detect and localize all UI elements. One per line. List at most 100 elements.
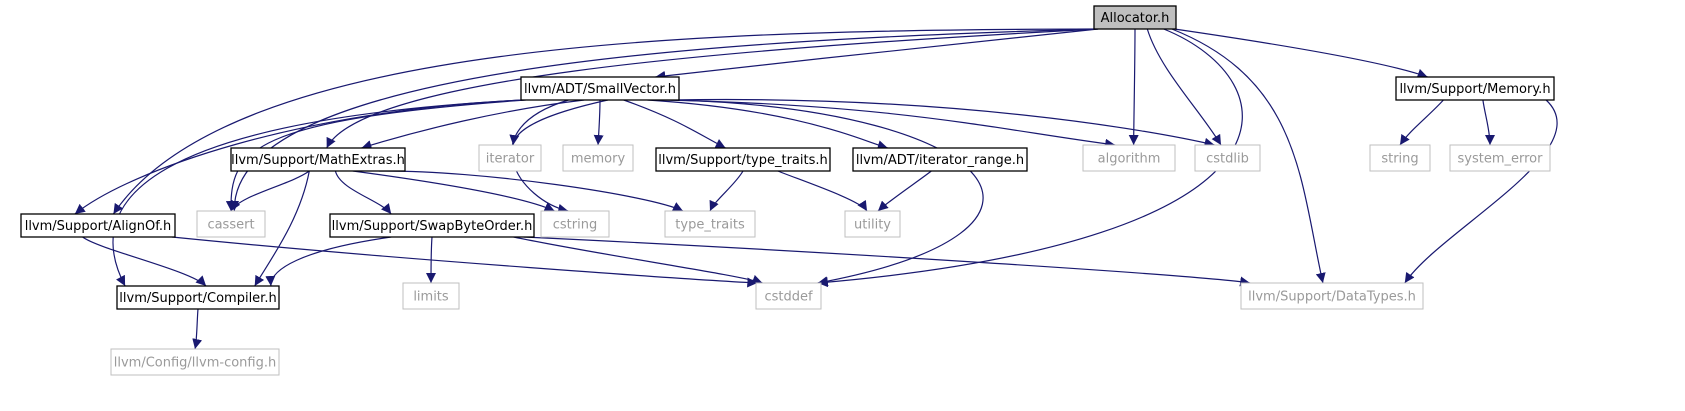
edge-alignof-to-cstddef	[171, 236, 758, 288]
node-box-limits	[402, 282, 460, 310]
node-box-datatypes	[1240, 282, 1424, 310]
edge-mathextras-to-compiler	[254, 170, 310, 287]
node-box-memory	[562, 144, 634, 172]
node-label-type_traits_h: llvm/Support/type_traits.h	[658, 153, 828, 168]
node-iterator: iterator	[478, 144, 542, 172]
edges-layer	[74, 28, 1558, 350]
edge-type_traits_h-to-type_traits	[709, 170, 744, 212]
node-string: string	[1369, 144, 1431, 172]
node-box-utility	[844, 210, 901, 238]
node-box-memory_h	[1395, 76, 1555, 101]
edge-allocator-to-mathextras	[326, 28, 1099, 149]
edge-allocator-to-datatypes	[1171, 28, 1326, 284]
node-label-llvmconfig: llvm/Config/llvm-config.h	[114, 356, 276, 371]
node-box-iterator_range	[852, 147, 1028, 172]
edge-memory_h-to-datatypes	[1404, 99, 1558, 284]
node-label-type_traits: type_traits	[675, 218, 745, 233]
node-box-type_traits	[664, 210, 756, 238]
edge-allocator-to-alignof	[112, 28, 1096, 215]
node-memory_h[interactable]: llvm/Support/Memory.h	[1395, 76, 1555, 101]
node-box-iterator	[478, 144, 542, 172]
node-limits: limits	[402, 282, 460, 310]
node-label-datatypes: llvm/Support/DataTypes.h	[1248, 290, 1416, 305]
node-cstring: cstring	[540, 210, 610, 238]
node-label-iterator_range: llvm/ADT/iterator_range.h	[856, 153, 1024, 168]
node-box-llvmconfig	[110, 348, 280, 376]
node-swapbyteorder[interactable]: llvm/Support/SwapByteOrder.h	[329, 213, 535, 238]
edge-smallvector-to-cassert	[225, 99, 526, 212]
node-label-compiler: llvm/Support/Compiler.h	[119, 291, 276, 306]
node-box-system_error	[1449, 144, 1551, 172]
edge-swapbyteorder-to-compiler	[265, 236, 392, 287]
node-label-string: string	[1381, 152, 1418, 167]
node-box-allocator	[1093, 5, 1177, 30]
edge-memory_h-to-system_error	[1482, 99, 1495, 146]
edge-smallvector-to-cstddef	[675, 99, 984, 287]
edge-mathextras-to-swapbyteorder	[334, 170, 392, 215]
edge-smallvector-to-iterator	[509, 99, 609, 146]
node-box-algorithm	[1082, 144, 1176, 172]
edge-type_traits_h-to-utility	[777, 170, 868, 212]
node-type_traits_h[interactable]: llvm/Support/type_traits.h	[655, 147, 831, 172]
edge-smallvector-to-type_traits_h	[623, 99, 726, 149]
edge-smallvector-to-algorithm	[663, 99, 1116, 149]
node-label-alignof: llvm/Support/AlignOf.h	[25, 219, 172, 234]
node-box-swapbyteorder	[329, 213, 535, 238]
node-compiler[interactable]: llvm/Support/Compiler.h	[116, 285, 280, 310]
node-llvmconfig: llvm/Config/llvm-config.h	[110, 348, 280, 376]
node-box-smallvector	[520, 76, 680, 101]
edge-mathextras-to-type_traits	[378, 170, 684, 212]
edge-allocator-to-cassert	[229, 28, 1097, 212]
node-label-swapbyteorder: llvm/Support/SwapByteOrder.h	[332, 219, 533, 234]
node-label-algorithm: algorithm	[1098, 152, 1161, 167]
edge-alignof-to-compiler	[82, 236, 207, 287]
node-iterator_range[interactable]: llvm/ADT/iterator_range.h	[852, 147, 1028, 172]
edge-mathextras-to-cassert	[230, 170, 310, 212]
node-box-string	[1369, 144, 1431, 172]
edge-allocator-to-cstdlib	[1146, 28, 1222, 146]
node-system_error: system_error	[1449, 144, 1551, 172]
node-box-mathextras	[230, 147, 406, 172]
node-type_traits: type_traits	[664, 210, 756, 238]
node-smallvector[interactable]: llvm/ADT/SmallVector.h	[520, 76, 680, 101]
edge-swapbyteorder-to-cstddef	[513, 236, 763, 285]
node-cstddef: cstddef	[755, 282, 822, 310]
edge-allocator-to-smallvector	[655, 28, 1099, 81]
edge-smallvector-to-mathextras	[361, 99, 585, 150]
edge-allocator-to-algorithm	[1128, 28, 1139, 146]
edge-iterator_range-to-utility	[877, 170, 932, 212]
node-box-alignof	[20, 213, 176, 238]
node-memory: memory	[562, 144, 634, 172]
node-label-iterator: iterator	[486, 152, 535, 167]
node-alignof[interactable]: llvm/Support/AlignOf.h	[20, 213, 176, 238]
node-label-allocator: Allocator.h	[1101, 11, 1170, 26]
node-allocator[interactable]: Allocator.h	[1093, 5, 1177, 30]
node-label-limits: limits	[413, 290, 449, 305]
node-label-memory: memory	[571, 152, 626, 167]
node-label-system_error: system_error	[1458, 152, 1544, 167]
node-label-cstring: cstring	[553, 218, 597, 233]
node-datatypes: llvm/Support/DataTypes.h	[1240, 282, 1424, 310]
edge-swapbyteorder-to-limits	[426, 236, 437, 284]
node-label-mathextras: llvm/Support/MathExtras.h	[231, 153, 405, 168]
nodes-layer: Allocator.h llvm/ADT/SmallVector.h llvm/Su…	[20, 5, 1555, 376]
edge-smallvector-to-cstdlib	[671, 98, 1215, 148]
node-box-cassert	[196, 210, 266, 238]
node-label-utility: utility	[854, 218, 891, 233]
edge-swapbyteorder-to-datatypes	[523, 236, 1251, 287]
edge-allocator-to-memory_h	[1174, 28, 1428, 79]
edge-memory_h-to-string	[1399, 99, 1444, 146]
node-algorithm: algorithm	[1082, 144, 1176, 172]
node-mathextras[interactable]: llvm/Support/MathExtras.h	[230, 147, 406, 172]
edge-smallvector-to-memory	[593, 99, 604, 146]
node-box-cstring	[540, 210, 610, 238]
node-label-cstddef: cstddef	[764, 290, 813, 305]
node-cstdlib: cstdlib	[1194, 144, 1261, 172]
node-label-memory_h: llvm/Support/Memory.h	[1399, 82, 1550, 97]
node-label-cassert: cassert	[207, 218, 254, 233]
node-label-cstdlib: cstdlib	[1206, 152, 1249, 167]
node-box-compiler	[116, 285, 280, 310]
node-cassert: cassert	[196, 210, 266, 238]
edge-compiler-to-llvmconfig	[192, 308, 203, 350]
